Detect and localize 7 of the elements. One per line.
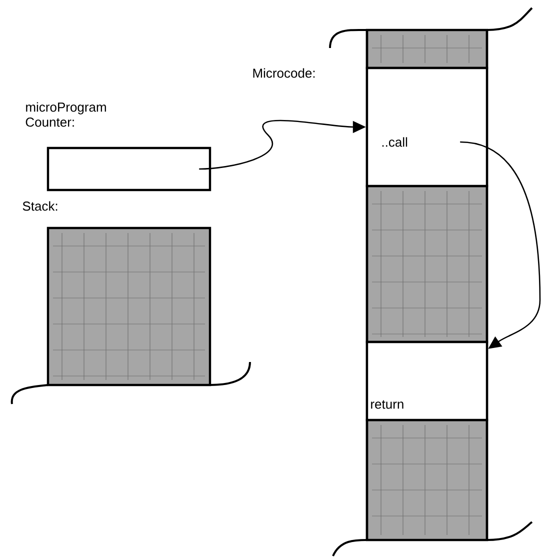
register-box: microProgram Counter: xyxy=(26,102,212,192)
node-label: Stack: xyxy=(22,201,58,211)
memory-segment: return xyxy=(366,340,488,422)
stack-box: Stack: xyxy=(22,201,212,386)
memory-segment: ..call xyxy=(366,66,488,188)
arrow xyxy=(460,141,541,349)
node-label: microProgram Counter: xyxy=(26,102,106,127)
